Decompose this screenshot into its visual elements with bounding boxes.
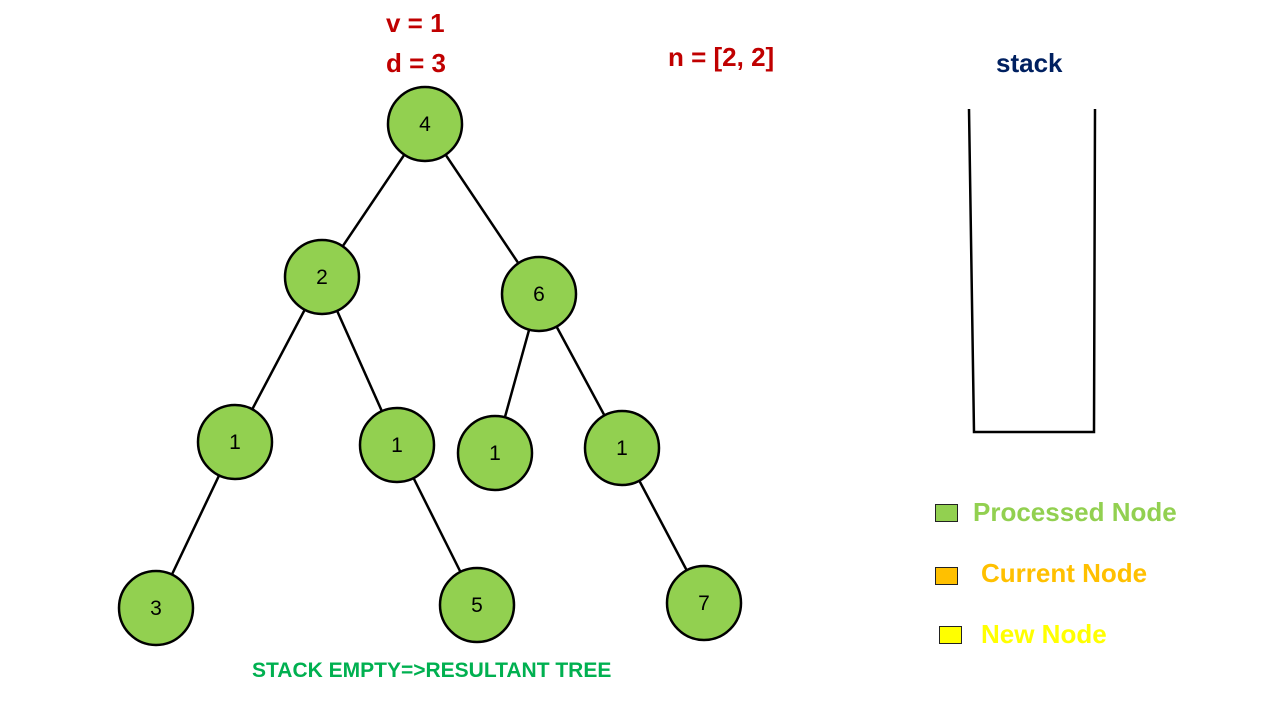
tree-node-circle [117, 569, 195, 647]
tree-node: 1 [358, 406, 436, 484]
tree-node-circle [386, 85, 464, 163]
tree-node-label: 7 [698, 592, 710, 615]
tree-node-circle [283, 238, 361, 316]
tree-node: 3 [117, 569, 195, 647]
n-array-label: n = [2, 2] [668, 42, 775, 72]
tree-node-circle [665, 564, 743, 642]
tree-node-label: 6 [533, 283, 545, 306]
tree-node-label: 2 [316, 266, 328, 289]
stack-title: stack [996, 48, 1063, 78]
tree-node: 1 [456, 414, 534, 492]
tree-node: 6 [500, 255, 578, 333]
tree-node-circle [358, 406, 436, 484]
tree-node-label: 5 [471, 594, 483, 617]
tree-edges [154, 123, 706, 609]
processed-node-swatch [935, 504, 958, 522]
tree-node: 5 [438, 566, 516, 644]
tree-node-label: 1 [616, 437, 628, 460]
tree-node-label: 4 [419, 113, 431, 136]
tree-node-circle [500, 255, 578, 333]
v-value-label: v = 1 [386, 8, 445, 38]
tree-node-label: 3 [150, 597, 162, 620]
tree-node: 2 [283, 238, 361, 316]
tree-node-label: 1 [489, 442, 501, 465]
legend-label-current: Current Node [981, 558, 1148, 588]
tree-node: 1 [196, 403, 274, 481]
tree-node: 7 [665, 564, 743, 642]
legend-label-processed: Processed Node [973, 497, 1177, 527]
tree-nodes: 4 2 6 1 1 1 1 3 5 7 [117, 85, 743, 647]
d-value-label: d = 3 [386, 48, 446, 78]
new-node-swatch [939, 626, 962, 644]
tree-node-circle [196, 403, 274, 481]
stack-container [967, 108, 1097, 434]
tree-node-circle [583, 409, 661, 487]
tree-node: 4 [386, 85, 464, 163]
tree-node-circle [456, 414, 534, 492]
legend-label-new: New Node [981, 619, 1107, 649]
tree-node-circle [438, 566, 516, 644]
resultant-tree-caption: STACK EMPTY=>RESULTANT TREE [252, 659, 612, 682]
tree-node-label: 1 [391, 434, 403, 457]
current-node-swatch [935, 567, 958, 585]
tree-node: 1 [583, 409, 661, 487]
tree-node-label: 1 [229, 431, 241, 454]
